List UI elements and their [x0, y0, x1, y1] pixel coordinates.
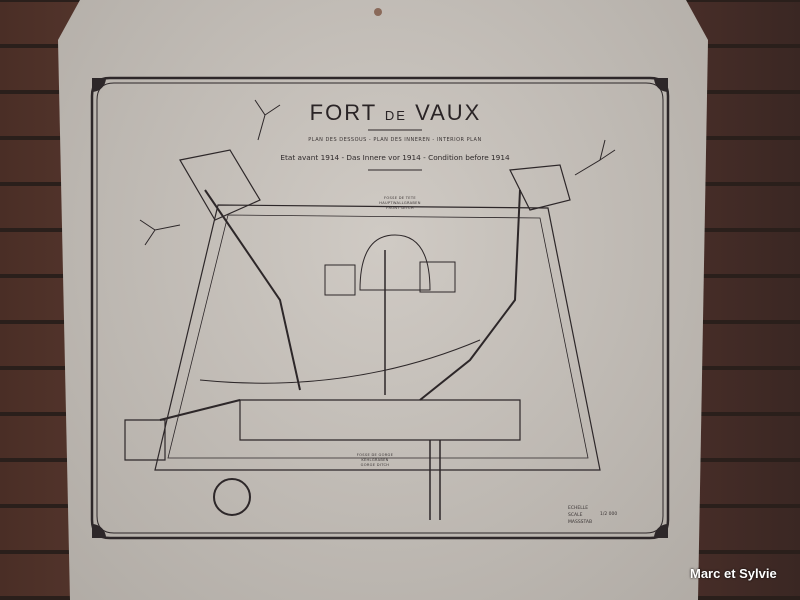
gorge-ditch-label: FOSSE DE GORGE KEHLGRABEN GORGE DITCH: [356, 453, 394, 467]
scale-labels: ECHELLE SCALE MASSSTAB: [568, 506, 593, 525]
fort-plan-sign: [58, 0, 708, 600]
plan-subtitle: PLAN DES DESSOUS - PLAN DES INNEREN - IN…: [308, 137, 482, 143]
scale-value: 1/2 000: [600, 512, 618, 517]
front-ditch-label: FOSSE DE TETE HAUPTWALLGRABEN FRONT DITC…: [379, 196, 421, 210]
sign-title: FORT DE VAUX: [309, 100, 482, 125]
date-subtitle: Etat avant 1914 - Das Innere vor 1914 - …: [280, 153, 510, 162]
photo-credit-watermark: Marc et Sylvie: [690, 566, 777, 581]
